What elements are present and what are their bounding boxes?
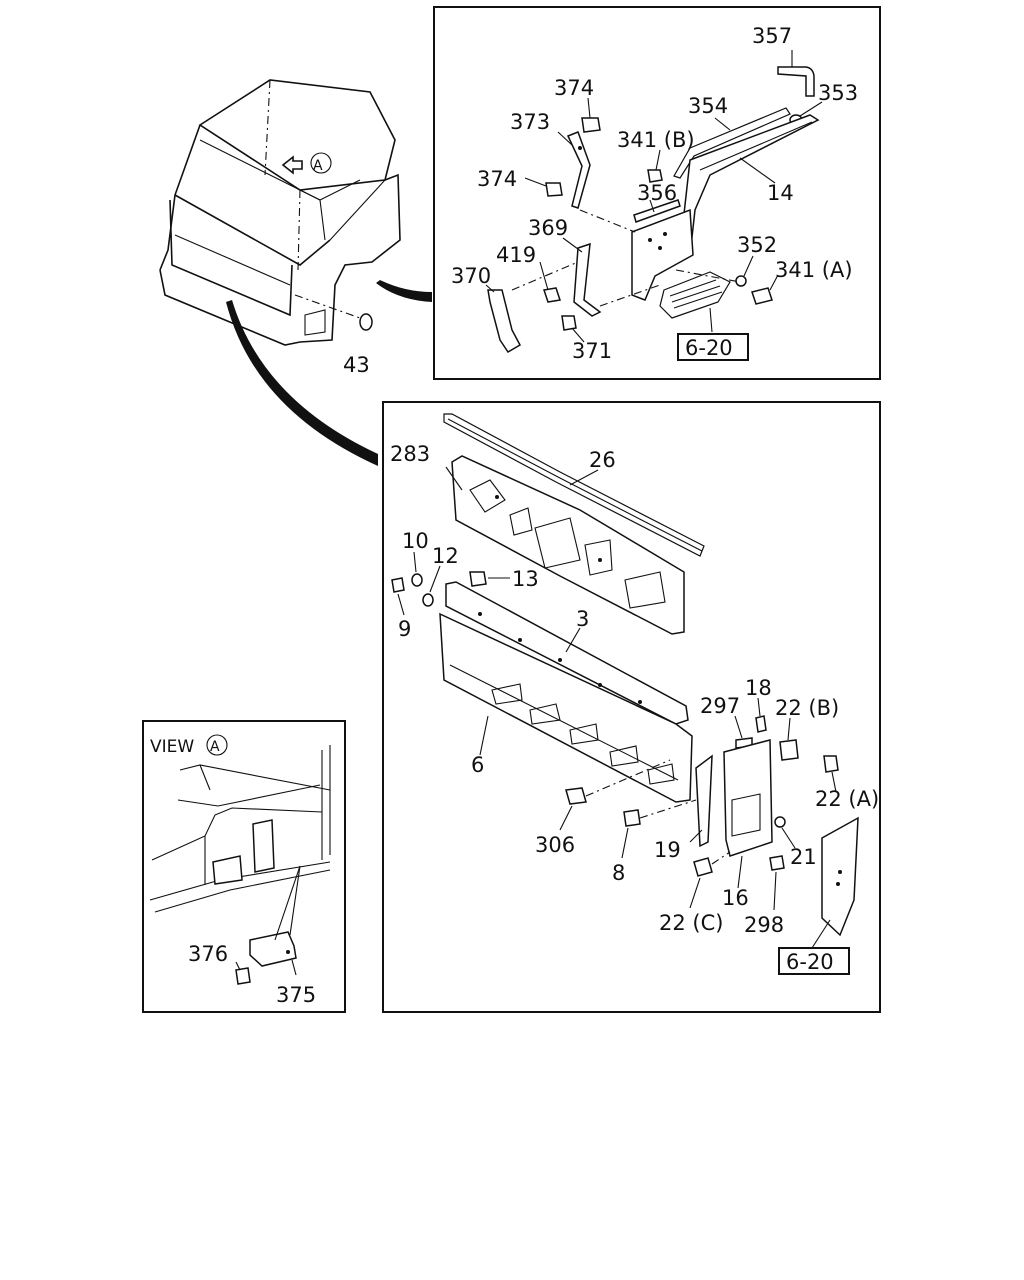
callout-283: 283: [390, 442, 430, 466]
part-357-hook: [777, 66, 815, 97]
part-19-trim: [695, 754, 713, 848]
callout-14: 14: [767, 181, 794, 205]
callout-9: 9: [398, 617, 411, 641]
part-22b-clip: [779, 739, 799, 761]
part-370-brace: [487, 289, 522, 354]
callout-22b: 22 (B): [775, 696, 839, 720]
part-419-bolt: [543, 287, 561, 303]
view-a-marker-cab: A: [313, 158, 323, 174]
part-9-bolt: [391, 577, 405, 593]
part-374-bolt-upper: [581, 117, 601, 133]
part-356: [633, 199, 681, 223]
view-a-label: VIEW: [150, 737, 194, 757]
callout-373: 373: [510, 110, 550, 134]
callout-12: 12: [432, 544, 459, 568]
callout-297: 297: [700, 694, 740, 718]
part-13-nut: [469, 571, 487, 587]
callout-26: 26: [589, 448, 616, 472]
part-8-screw: [623, 809, 641, 827]
part-18-clip: [755, 715, 767, 733]
callout-375: 375: [276, 983, 316, 1007]
part-354-strip: [673, 107, 791, 179]
cab-overview: A 43: [159, 79, 401, 377]
callout-18: 18: [745, 676, 772, 700]
ref-label-upper: 6-20: [685, 336, 733, 360]
view-a-panel: VIEW A 376 375: [142, 720, 346, 1013]
callout-3: 3: [576, 607, 589, 631]
part-341a-bolt: [751, 287, 773, 305]
part-21-grommet: [774, 816, 786, 828]
ref-label-lower: 6-20: [786, 950, 834, 974]
callout-22c: 22 (C): [659, 911, 723, 935]
part-bracket-main: [631, 208, 694, 301]
callout-19: 19: [654, 838, 681, 862]
callout-370: 370: [451, 264, 491, 288]
part-376-bolt: [235, 967, 251, 985]
callout-354: 354: [688, 94, 728, 118]
callout-341b: 341 (B): [617, 128, 695, 152]
part-371-bolt: [561, 315, 577, 331]
front-panel-panel: 283 26 10 12 13 9 3 18 297 22 (B) 6 22 (…: [382, 401, 881, 1013]
step-assembly-panel: 357 353 374 354 373 341 (B) 374 14 356 3…: [433, 6, 881, 380]
callout-13: 13: [512, 567, 539, 591]
part-22a-bolt: [823, 755, 839, 773]
callout-419: 419: [496, 243, 536, 267]
callout-352: 352: [737, 233, 777, 257]
ref-box-upper: [677, 333, 749, 361]
view-a-tab-short: [212, 855, 243, 885]
part-283-panel: [451, 455, 685, 635]
part-22c-bolt: [693, 857, 713, 877]
callout-369: 369: [528, 216, 568, 240]
part-12-washer: [422, 593, 434, 607]
callout-341a: 341 (A): [775, 258, 853, 282]
part-352-washer: [735, 275, 747, 287]
part-375-bracket: [249, 931, 297, 967]
part-306-bolt: [565, 787, 587, 805]
part-16-side-panel: [723, 739, 773, 857]
connector-arrow-lower: [226, 300, 378, 466]
view-a-marker: A: [210, 739, 220, 755]
callout-6: 6: [471, 753, 484, 777]
part-bracket-lower: [821, 816, 859, 937]
callout-371: 371: [572, 339, 612, 363]
callout-22a: 22 (A): [815, 787, 879, 811]
view-a-tab-tall: [252, 819, 275, 873]
callout-21: 21: [790, 845, 817, 869]
part-373-stay: [566, 131, 591, 209]
part-298-nut: [769, 855, 785, 871]
callout-16: 16: [722, 886, 749, 910]
callout-353: 353: [818, 81, 858, 105]
callout-306: 306: [535, 833, 575, 857]
callout-356: 356: [637, 181, 677, 205]
callout-374-lower: 374: [477, 167, 517, 191]
callout-8: 8: [612, 861, 625, 885]
callout-10: 10: [402, 529, 429, 553]
callout-357: 357: [752, 24, 792, 48]
callout-43: 43: [343, 353, 370, 377]
callout-374-upper: 374: [554, 76, 594, 100]
part-3-panel: [445, 581, 689, 725]
callout-298: 298: [744, 913, 784, 937]
connector-arrow-upper: [376, 280, 432, 302]
grommet-43: [359, 313, 373, 331]
callout-376: 376: [188, 942, 228, 966]
ref-box-lower: [778, 947, 850, 975]
part-369-stay: [573, 242, 602, 317]
part-374-bolt-lower: [545, 182, 563, 197]
part-10-washer: [411, 573, 423, 587]
